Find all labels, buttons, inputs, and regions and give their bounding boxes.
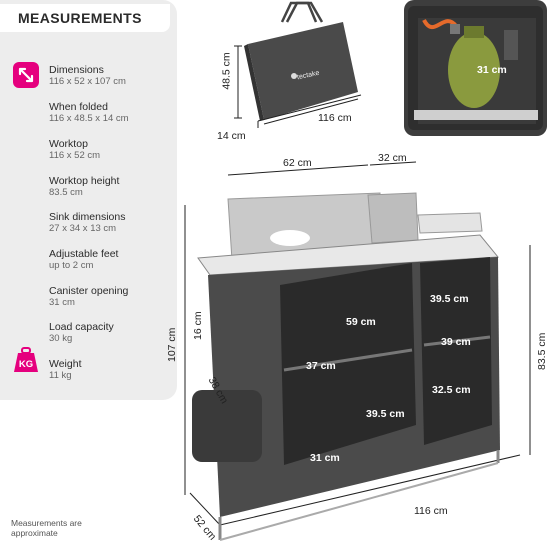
left-bottom-depth-label: 39.5 cm	[366, 408, 405, 420]
resize-arrows-icon	[13, 62, 39, 88]
spec-value: 116 x 52 x 107 cm	[49, 76, 126, 87]
right-width-label: 39.5 cm	[430, 293, 469, 305]
spec-canister: Canister opening 31 cm	[49, 285, 179, 309]
spec-label: Worktop height	[49, 175, 120, 187]
bag-height-label: 48.5 cm	[220, 52, 233, 90]
spec-value: 83.5 cm	[49, 187, 83, 198]
spec-value: up to 2 cm	[49, 260, 94, 271]
left-shelf-width-label: 59 cm	[346, 316, 376, 328]
spec-weight: Weight 11 kg	[49, 358, 179, 382]
spec-label: Dimensions	[49, 64, 104, 76]
depth-top-label: 62 cm	[283, 157, 312, 169]
spec-label: Adjustable feet	[49, 248, 119, 260]
sink-top-label: 32 cm	[378, 152, 407, 164]
spec-label: When folded	[49, 101, 108, 113]
spec-label: Worktop	[49, 138, 88, 150]
approximate-note: Measurements are approximate	[11, 518, 82, 538]
bag-width-label: 116 cm	[318, 112, 352, 124]
spec-value: 27 x 34 x 13 cm	[49, 223, 117, 234]
camping-kitchen-illustration	[184, 161, 531, 541]
bottom-width-label: 116 cm	[414, 505, 448, 517]
page-title: MEASUREMENTS	[0, 4, 170, 32]
canister-thumbnail	[404, 0, 547, 136]
spec-worktop-height: Worktop height 83.5 cm	[49, 175, 179, 199]
gas-canister-illustration	[408, 6, 543, 130]
spec-label: Canister opening	[49, 285, 129, 297]
spec-value: 31 cm	[49, 297, 75, 308]
spec-sink: Sink dimensions 27 x 34 x 13 cm	[49, 211, 179, 235]
carry-bag-illustration	[234, 1, 362, 128]
spec-value: 11 kg	[49, 370, 72, 381]
spec-label: Weight	[49, 358, 82, 370]
weight-icon: KG	[13, 347, 39, 373]
left-shelf-height-label: 37 cm	[306, 360, 336, 372]
spec-value: 116 x 52 cm	[49, 150, 101, 161]
spec-worktop: Worktop 116 x 52 cm	[49, 138, 179, 162]
worktop-height-label: 83.5 cm	[536, 332, 547, 370]
spec-value: 30 kg	[49, 333, 73, 344]
left-bottom-height-label: 31 cm	[310, 452, 340, 464]
total-height-label: 107 cm	[166, 327, 178, 362]
windshield-height-label: 16 cm	[192, 311, 204, 340]
spec-dimensions: Dimensions 116 x 52 x 107 cm	[49, 64, 179, 88]
spec-folded: When folded 116 x 48.5 x 14 cm	[49, 101, 179, 125]
weight-icon-text: KG	[19, 359, 33, 370]
spec-label: Load capacity	[49, 321, 114, 333]
bag-depth-label: 14 cm	[217, 130, 246, 142]
spec-label: Sink dimensions	[49, 211, 126, 223]
spec-value: 116 x 48.5 x 14 cm	[49, 113, 129, 124]
spec-feet: Adjustable feet up to 2 cm	[49, 248, 179, 272]
spec-load: Load capacity 30 kg	[49, 321, 179, 345]
canister-opening-label: 31 cm	[477, 64, 507, 76]
right-shelf-label: 39 cm	[441, 336, 471, 348]
right-bottom-label: 32.5 cm	[432, 384, 471, 396]
